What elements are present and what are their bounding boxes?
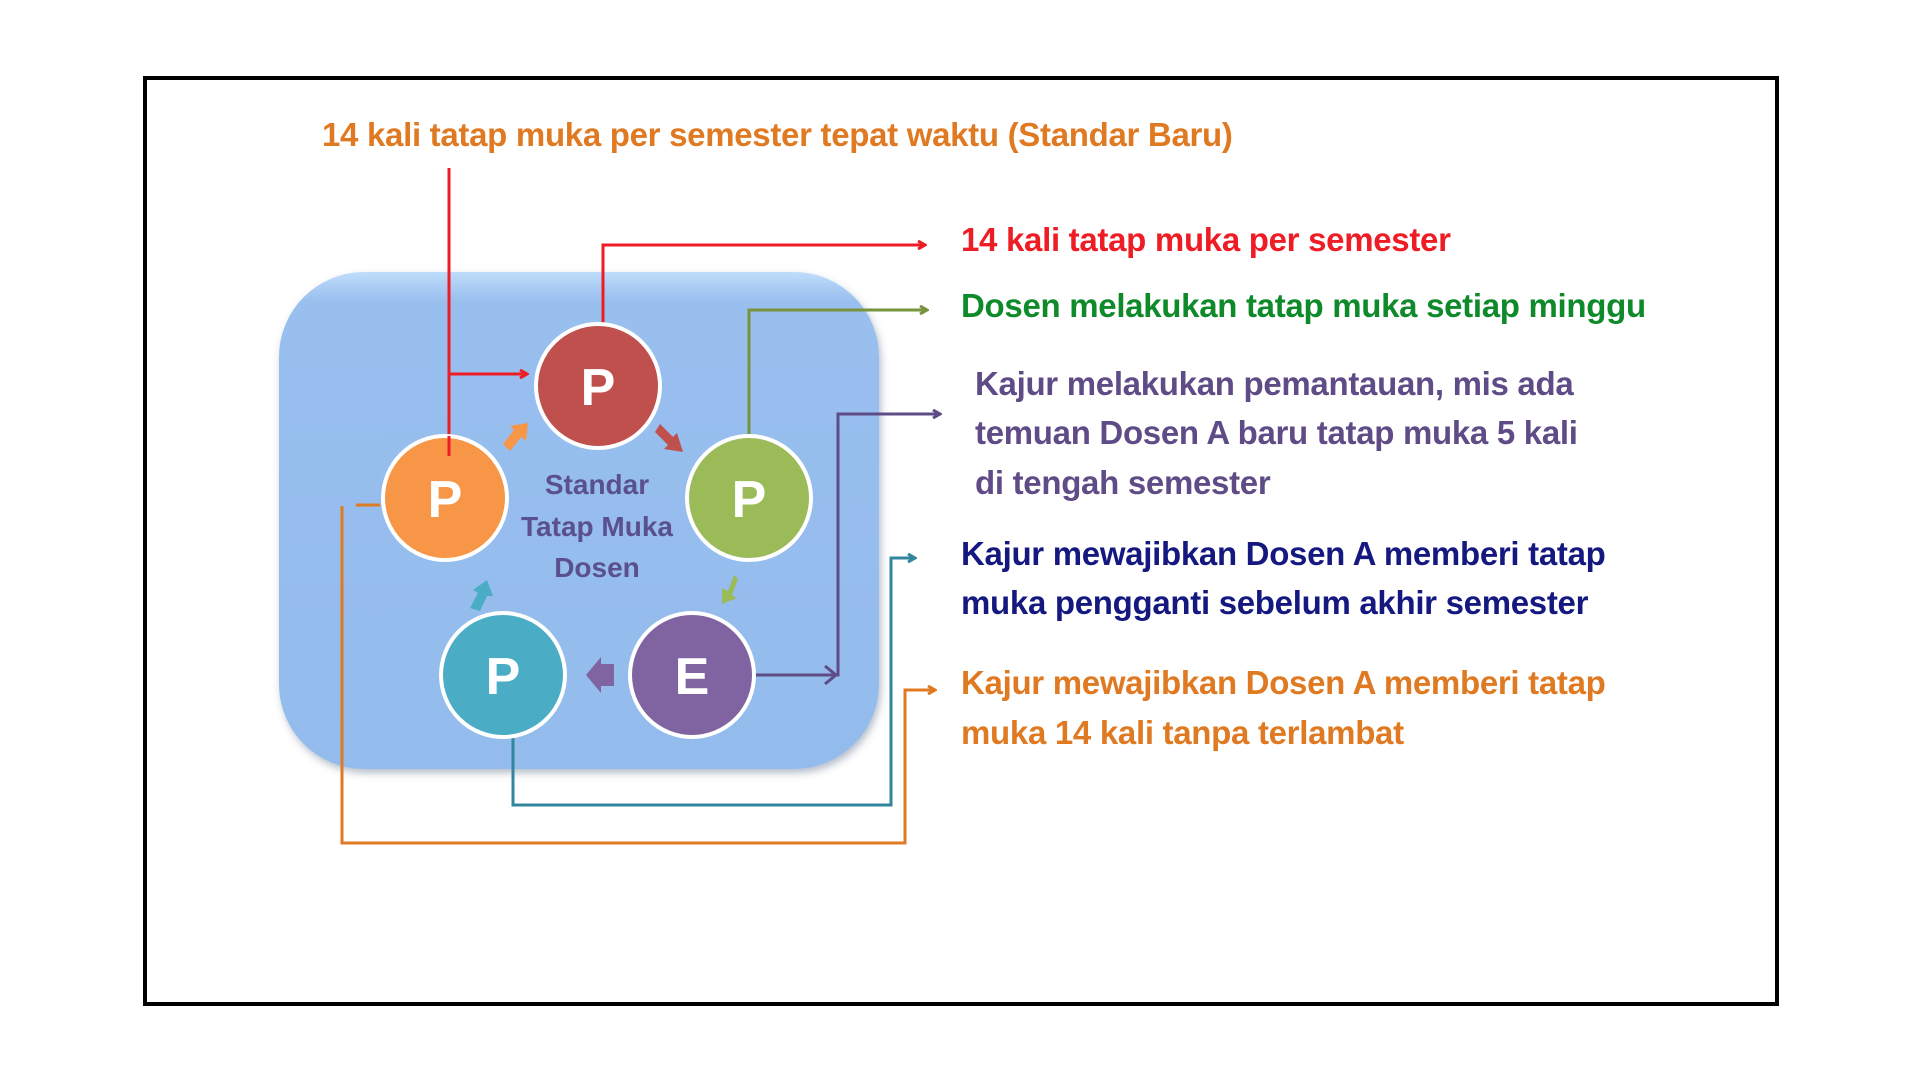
purple-connector: [736, 414, 940, 677]
orange-connector: [340, 506, 935, 845]
node-evaluasi: E: [628, 611, 756, 739]
node-letter: P: [732, 471, 767, 529]
node-peningkatan: P: [381, 434, 509, 562]
annotation-purple-line: temuan Dosen A baru tatap muka 5 kali: [975, 414, 1578, 451]
node-pengendalian: P: [439, 611, 567, 739]
arrow-e-to-teal-icon: [586, 657, 614, 693]
teal-connector: [511, 558, 915, 807]
red-connector: [601, 245, 925, 324]
node-letter: P: [486, 648, 521, 706]
cycle-center-label: Standar Tatap Muka Dosen: [521, 469, 673, 583]
annotation-red: 14 kali tatap muka per semester: [961, 221, 1451, 258]
arrow-green-to-e-icon: [722, 575, 738, 604]
annotation-navy-line: Kajur mewajibkan Dosen A memberi tatap: [961, 535, 1606, 572]
annotation-purple-line: Kajur melakukan pemantauan, mis ada: [975, 365, 1574, 402]
annotation-orange-line: Kajur mewajibkan Dosen A memberi tatap: [961, 664, 1606, 701]
green-connector: [747, 310, 927, 436]
connector-lines: [340, 168, 940, 845]
svg-text:Dosen: Dosen: [554, 552, 640, 583]
cycle-arrows: [470, 423, 738, 693]
annotation-orange-line: muka 14 kali tanpa terlambat: [961, 714, 1404, 751]
svg-text:Standar: Standar: [545, 469, 649, 500]
annotation-green: Dosen melakukan tatap muka setiap minggu: [961, 287, 1646, 324]
svg-text:Tatap Muka: Tatap Muka: [521, 511, 673, 542]
annotation-purple-line: di tengah semester: [975, 464, 1271, 501]
arrow-orange-to-red-icon: [503, 423, 528, 451]
arrow-red-to-green-icon: [655, 424, 683, 452]
node-letter: E: [675, 648, 710, 706]
node-letter: P: [428, 471, 463, 529]
node-letter: P: [581, 359, 616, 417]
diagram-title: 14 kali tatap muka per semester tepat wa…: [322, 116, 1233, 153]
node-penetapan: P: [534, 322, 662, 450]
arrow-teal-to-orange-icon: [470, 580, 493, 611]
node-pelaksanaan: P: [685, 434, 813, 562]
annotation-navy-line: muka pengganti sebelum akhir semester: [961, 584, 1589, 621]
